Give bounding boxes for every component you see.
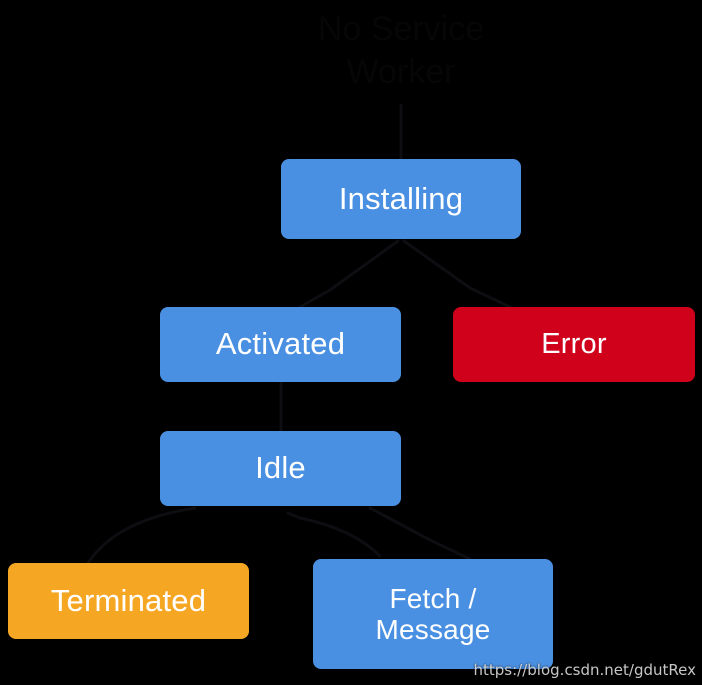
state-node-installing-label: Installing bbox=[338, 180, 464, 216]
state-node-terminated-label: Terminated bbox=[50, 582, 207, 618]
state-node-fetch-message-label: Fetch / Message bbox=[375, 582, 491, 645]
watermark-text: https://blog.csdn.net/gdutRex bbox=[473, 661, 696, 679]
state-node-activated-label: Activated bbox=[215, 326, 346, 362]
state-node-activated[interactable]: Activated bbox=[160, 307, 401, 382]
state-node-fetch-message[interactable]: Fetch / Message bbox=[313, 559, 553, 669]
state-node-error-label: Error bbox=[541, 328, 607, 361]
state-node-idle-label: Idle bbox=[255, 450, 306, 486]
state-node-terminated[interactable]: Terminated bbox=[8, 563, 249, 639]
state-node-idle[interactable]: Idle bbox=[160, 431, 401, 506]
edge-installing-activated bbox=[298, 239, 400, 309]
edge-idle-terminated bbox=[86, 506, 197, 565]
edge-idle-fetch-message bbox=[368, 506, 472, 561]
page-title: No Service Worker bbox=[317, 10, 485, 91]
edge-fetch-message-idle bbox=[286, 511, 382, 558]
edge-installing-error bbox=[402, 239, 512, 309]
state-node-error[interactable]: Error bbox=[453, 307, 695, 382]
state-node-installing[interactable]: Installing bbox=[281, 159, 521, 239]
